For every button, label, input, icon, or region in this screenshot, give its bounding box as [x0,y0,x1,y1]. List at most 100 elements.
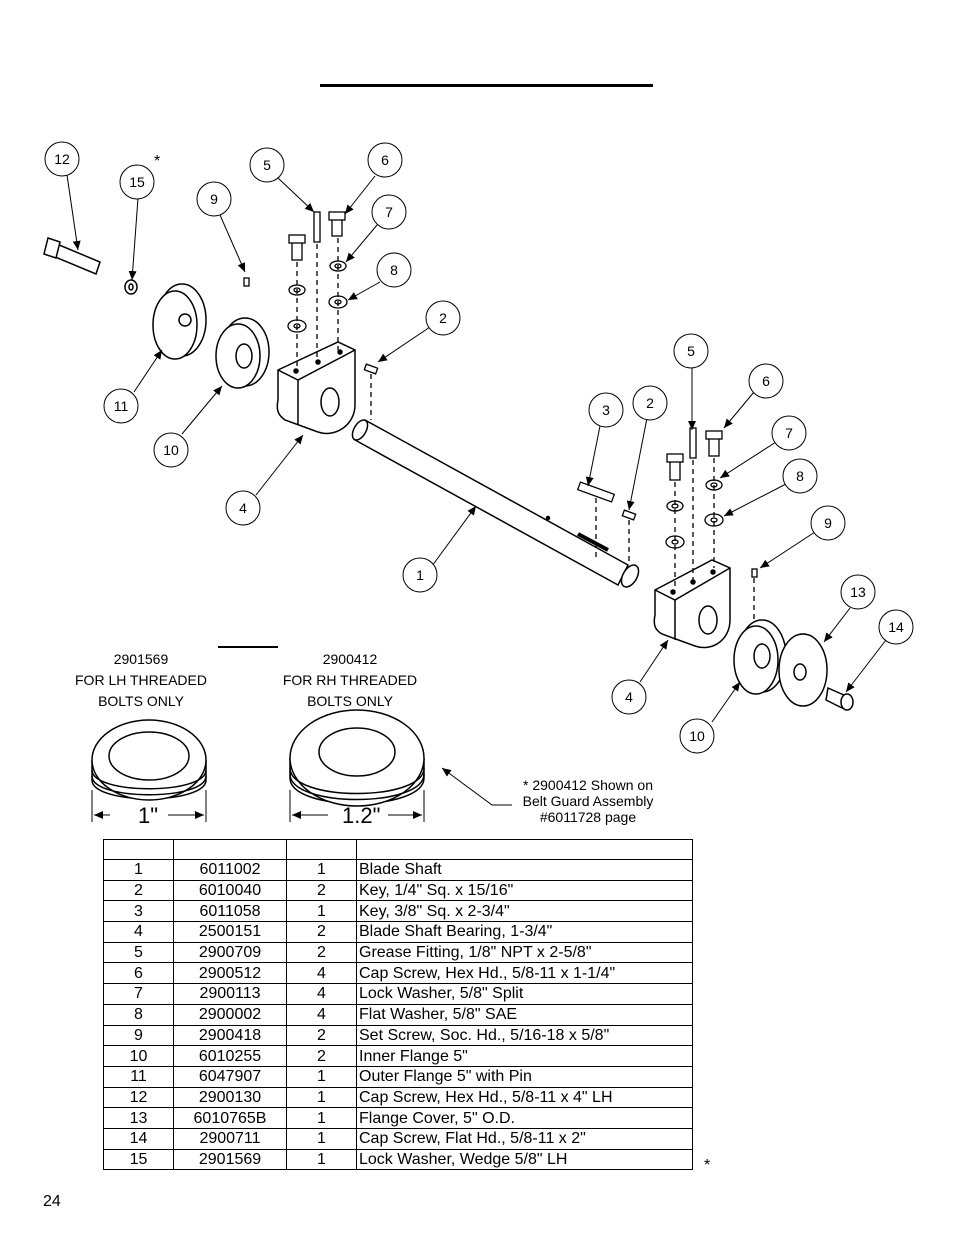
item-number: 8 [103,1003,174,1026]
item-number: 3 [103,900,174,923]
description: Blade Shaft Bearing, 1-3/4" [356,921,693,943]
callout-label: 5 [687,343,695,359]
part-number: 2500151 [173,921,287,943]
description: Flange Cover, 5" O.D. [356,1107,693,1129]
note-line3: #6011728 page [539,809,637,825]
callout-label: 2 [439,310,447,326]
callout-label: 6 [762,373,770,389]
table-asterisk: * [704,1157,711,1174]
washer-rh-line1: FOR RH THREADED [282,672,418,688]
description: Flat Washer, 5/8" SAE [356,1003,693,1026]
part-number: 6047907 [173,1065,287,1088]
quantity: 2 [286,1045,357,1067]
wedge-washer-lh [91,719,207,801]
callout-label: 6 [381,152,389,168]
quantity: 1 [286,1065,357,1088]
page-number: 24 [43,1193,61,1210]
item-number: 6 [103,962,174,985]
description: Inner Flange 5" [356,1045,693,1067]
quantity: 1 [286,1148,357,1171]
item-number: 12 [103,1086,174,1109]
callout-label: 4 [625,689,633,705]
header-description [356,839,693,860]
part-number: 2900711 [173,1127,287,1150]
asterisk-mark: * [154,153,161,170]
part-number: 2900709 [173,941,287,964]
callout-bubbles [44,141,914,754]
item-number: 2 [103,879,174,902]
item-number: 9 [103,1024,174,1047]
item-number: 4 [103,921,174,943]
callout-label: 7 [385,204,393,220]
quantity: 2 [286,941,357,964]
callout-label: 10 [689,728,705,744]
part-number: 2900002 [173,1003,287,1026]
description: Lock Washer, 5/8" Split [356,983,693,1005]
bearing-left [276,341,356,435]
quantity: 1 [286,859,357,881]
part-number: 2900130 [173,1086,287,1109]
washer-section-underline [218,646,278,648]
description: Cap Screw, Hex Hd., 5/8-11 x 4" LH [356,1086,693,1109]
header-part-number [173,839,287,860]
item-number: 5 [103,941,174,964]
description: Key, 1/4" Sq. x 15/16" [356,879,693,902]
callout-label: 15 [129,174,145,190]
washer-rh-line2: BOLTS ONLY [307,693,393,709]
dimension-lines [91,767,512,822]
washer-lh-line1: FOR LH THREADED [75,672,207,688]
quantity: 1 [286,1086,357,1109]
part-number: 2900512 [173,962,287,985]
right-flanges [733,619,854,711]
bearing-right [653,559,731,649]
part-number: 6010765B [173,1107,287,1129]
callout-label: 1 [416,567,424,583]
part-number: 6011058 [173,900,287,923]
left-flanges [43,237,270,389]
callout-label: 9 [824,515,832,531]
callout-label: 5 [263,157,271,173]
callout-label: 11 [114,398,129,414]
left-hardware [243,211,379,420]
note-line1: * 2900412 Shown on [523,777,653,793]
description: Cap Screw, Hex Hd., 5/8-11 x 1-1/4" [356,962,693,985]
item-number: 13 [103,1107,174,1129]
callout-label: 3 [602,402,610,418]
quantity: 1 [286,1127,357,1150]
quantity: 4 [286,1003,357,1026]
quantity: 2 [286,1024,357,1047]
quantity: 4 [286,983,357,1005]
callout-numbers: 12 15 9 5 6 7 8 2 11 10 4 1 3 2 5 6 7 8 … [54,151,904,744]
callout-label: 2 [646,395,654,411]
table-header-row [103,839,693,860]
part-number: 2901569 [173,1148,287,1171]
callout-label: 8 [390,262,398,278]
callout-label: 10 [163,442,179,458]
title-underline [320,84,653,87]
item-number: 15 [103,1148,174,1171]
description: Set Screw, Soc. Hd., 5/16-18 x 5/8" [356,1024,693,1047]
item-number: 1 [103,859,174,881]
description: Key, 3/8" Sq. x 2-3/4" [356,900,693,923]
quantity: 4 [286,962,357,985]
blade-shaft [351,418,640,588]
belt-guard-note: * 2900412 Shown on Belt Guard Assembly #… [498,777,678,825]
item-number: 10 [103,1045,174,1067]
part-number: 6011002 [173,859,287,881]
part-number: 6010255 [173,1045,287,1067]
callout-label: 12 [54,151,70,167]
